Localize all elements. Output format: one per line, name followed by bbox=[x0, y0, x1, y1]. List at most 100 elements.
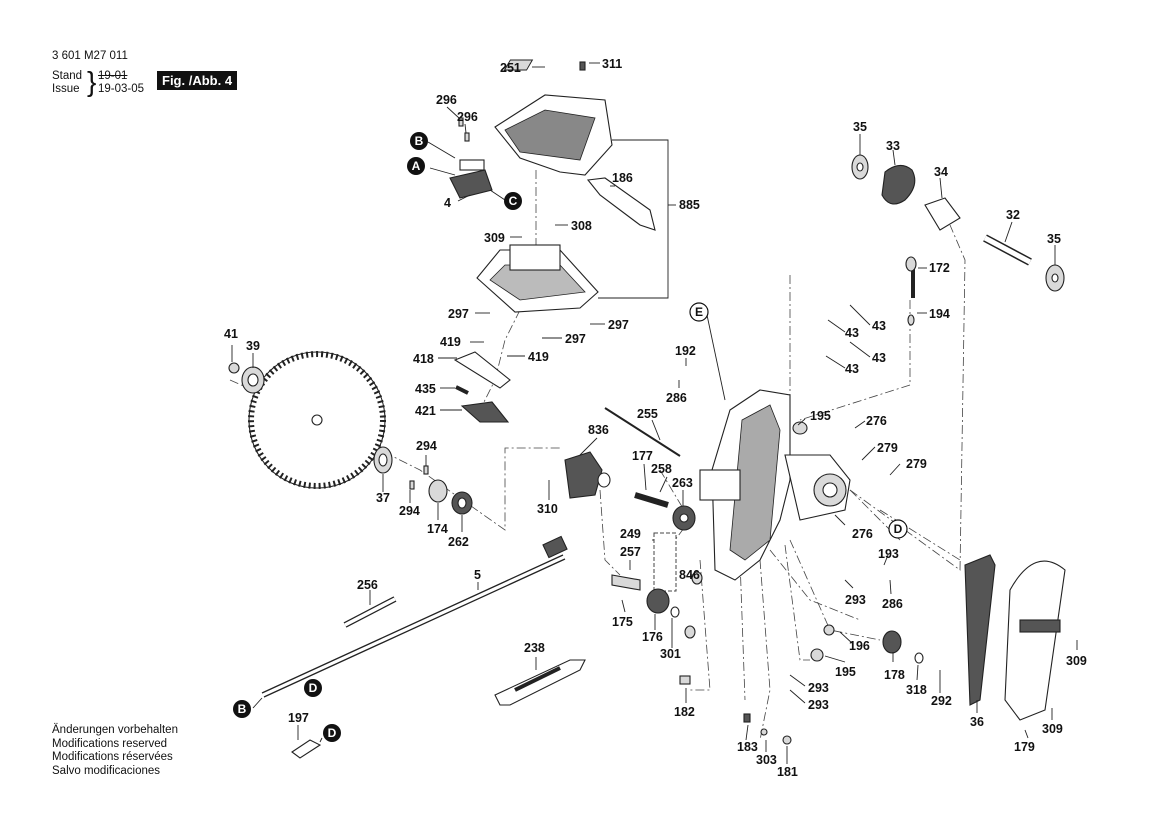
svg-text:E: E bbox=[695, 305, 703, 319]
stand-label: Stand bbox=[52, 70, 83, 82]
part-label-43: 43 bbox=[845, 362, 859, 376]
svg-text:B: B bbox=[415, 134, 424, 148]
part-label-197: 197 bbox=[288, 711, 309, 725]
issue-label: Issue bbox=[52, 83, 80, 95]
part-label-279: 279 bbox=[877, 441, 898, 455]
part-label-286: 286 bbox=[666, 391, 687, 405]
part-label-296: 296 bbox=[436, 93, 457, 107]
part-label-35: 35 bbox=[1047, 232, 1061, 246]
document-number: 3 601 M27 011 bbox=[52, 50, 128, 62]
part-label-172: 172 bbox=[929, 261, 950, 275]
part-label-182: 182 bbox=[674, 705, 695, 719]
part-label-309: 309 bbox=[484, 231, 505, 245]
part-label-418: 418 bbox=[413, 352, 434, 366]
spring-parts bbox=[851, 154, 1065, 326]
part-label-35: 35 bbox=[853, 120, 867, 134]
part-label-34: 34 bbox=[934, 165, 948, 179]
handle-assembly bbox=[494, 59, 656, 231]
part-label-183: 183 bbox=[737, 740, 758, 754]
part-label-262: 262 bbox=[448, 535, 469, 549]
part-label-258: 258 bbox=[651, 462, 672, 476]
marker-a: A bbox=[407, 157, 425, 175]
marker-e: E bbox=[689, 302, 709, 322]
part-label-195: 195 bbox=[810, 409, 831, 423]
part-label-238: 238 bbox=[524, 641, 545, 655]
part-label-294: 294 bbox=[399, 504, 420, 518]
part-label-292: 292 bbox=[931, 694, 952, 708]
part-label-293: 293 bbox=[808, 698, 829, 712]
part-label-297: 297 bbox=[448, 307, 469, 321]
part-label-276: 276 bbox=[852, 527, 873, 541]
part-label-251: 251 bbox=[500, 61, 521, 75]
part-label-276: 276 bbox=[866, 414, 887, 428]
power-cord bbox=[261, 535, 568, 759]
svg-text:D: D bbox=[328, 726, 337, 740]
part-label-41: 41 bbox=[224, 327, 238, 341]
part-label-293: 293 bbox=[845, 593, 866, 607]
part-label-43: 43 bbox=[872, 319, 886, 333]
note-fr: Modifications réservées bbox=[52, 751, 173, 763]
svg-text:A: A bbox=[412, 159, 421, 173]
part-label-186: 186 bbox=[612, 171, 633, 185]
part-label-178: 178 bbox=[884, 668, 905, 682]
part-label-301: 301 bbox=[660, 647, 681, 661]
note-es: Salvo modificaciones bbox=[52, 764, 161, 777]
part-label-193: 193 bbox=[878, 547, 899, 561]
part-label-255: 255 bbox=[637, 407, 658, 421]
part-label-318: 318 bbox=[906, 683, 927, 697]
part-label-36: 36 bbox=[970, 715, 984, 729]
part-labels: 251 311 296 296 4 186 885 308 309 297 29… bbox=[224, 57, 1087, 779]
part-label-37: 37 bbox=[376, 491, 390, 505]
part-label-256: 256 bbox=[357, 578, 378, 592]
part-label-303: 303 bbox=[756, 753, 777, 767]
marker-b-top: B bbox=[410, 132, 428, 150]
svg-text:D: D bbox=[309, 681, 318, 695]
part-label-192: 192 bbox=[675, 344, 696, 358]
svg-text:B: B bbox=[238, 702, 247, 716]
note-de: Änderungen vorbehalten bbox=[52, 724, 178, 736]
part-label-286: 286 bbox=[882, 597, 903, 611]
marker-d-cord: D bbox=[304, 679, 322, 697]
part-label-181: 181 bbox=[777, 765, 798, 779]
part-label-421: 421 bbox=[415, 404, 436, 418]
figure-label: Fig. /Abb. 4 bbox=[157, 71, 238, 90]
part-label-885: 885 bbox=[679, 198, 700, 212]
wrench-tool bbox=[494, 659, 586, 706]
part-label-308: 308 bbox=[571, 219, 592, 233]
marker-d-housing: D bbox=[888, 519, 908, 539]
part-label-296: 296 bbox=[457, 110, 478, 124]
lock-parts bbox=[453, 351, 511, 423]
part-label-32: 32 bbox=[1006, 208, 1020, 222]
handle-base bbox=[476, 244, 599, 313]
part-label-194: 194 bbox=[929, 307, 950, 321]
switch-parts bbox=[449, 117, 493, 199]
part-label-435: 435 bbox=[415, 382, 436, 396]
main-housing bbox=[699, 389, 851, 581]
part-label-309: 309 bbox=[1042, 722, 1063, 736]
svg-text:D: D bbox=[894, 522, 903, 536]
part-label-846: 846 bbox=[679, 568, 700, 582]
stand-date: 19-01 bbox=[98, 70, 128, 82]
part-label-836: 836 bbox=[588, 423, 609, 437]
issue-date: 19-03-05 bbox=[98, 83, 145, 95]
part-label-43: 43 bbox=[845, 326, 859, 340]
part-label-174: 174 bbox=[427, 522, 448, 536]
part-label-39: 39 bbox=[246, 339, 260, 353]
modification-notes: Änderungen vorbehalten Modifications res… bbox=[52, 724, 178, 778]
guard-parts bbox=[964, 554, 1066, 721]
leader-lines bbox=[231, 62, 1078, 764]
saw-blade bbox=[248, 351, 386, 489]
svg-text:C: C bbox=[509, 194, 518, 208]
part-label-419: 419 bbox=[528, 350, 549, 364]
part-label-297: 297 bbox=[565, 332, 586, 346]
part-label-249: 249 bbox=[620, 527, 641, 541]
bolt-parts bbox=[679, 624, 924, 745]
part-label-176: 176 bbox=[642, 630, 663, 644]
part-label-179: 179 bbox=[1014, 740, 1035, 754]
part-label-279: 279 bbox=[906, 457, 927, 471]
flange-parts bbox=[228, 362, 473, 515]
part-label-177: 177 bbox=[632, 449, 653, 463]
part-label-5: 5 bbox=[474, 568, 481, 582]
marker-b-cord: B bbox=[233, 700, 251, 718]
